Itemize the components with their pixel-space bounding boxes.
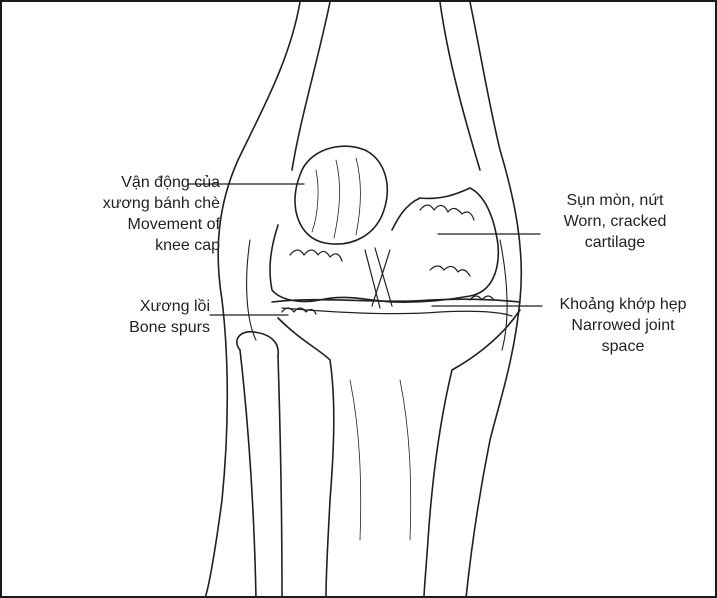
cartilage-vi: Sụn mòn, nứt xyxy=(540,190,690,211)
femur-condyles xyxy=(270,188,498,302)
kneecap-vi-line2: xương bánh chè xyxy=(40,193,220,214)
label-narrowed-joint: Khoảng khớp hẹp Narrowed joint space xyxy=(538,294,708,357)
label-kneecap-movement: Vận động của xương bánh chè Movement of … xyxy=(40,172,220,256)
tibia-plateau xyxy=(278,318,334,598)
tibia-shading-2 xyxy=(400,380,411,540)
fibula-left-edge xyxy=(240,350,256,598)
patella-shading-1 xyxy=(312,170,318,232)
femur-right-edge xyxy=(440,2,480,170)
joint-en-line1: Narrowed joint xyxy=(538,315,708,336)
cartilage-bumps-lower xyxy=(430,266,470,276)
patella-shading-3 xyxy=(356,158,361,235)
cartilage-bumps-left xyxy=(290,250,342,261)
tibia-shading xyxy=(350,380,361,540)
fibula-right-edge xyxy=(278,356,282,598)
cartilage-en-line1: Worn, cracked xyxy=(540,211,690,232)
spurs-vi: Xương lồi xyxy=(70,296,210,317)
fibula-head xyxy=(237,332,278,356)
joint-en-line2: space xyxy=(538,336,708,357)
kneecap-vi-line1: Vận động của xyxy=(40,172,220,193)
cartilage-en-line2: cartilage xyxy=(540,232,690,253)
patella xyxy=(295,146,387,244)
cartilage-bumps-right xyxy=(420,205,474,220)
label-bone-spurs: Xương lồi Bone spurs xyxy=(70,296,210,338)
femur-left-edge xyxy=(292,2,330,170)
patella-shading-2 xyxy=(334,160,340,238)
label-worn-cartilage: Sụn mòn, nứt Worn, cracked cartilage xyxy=(540,190,690,253)
kneecap-en-line2: knee cap xyxy=(40,235,220,256)
tibia-right-edge xyxy=(424,310,520,598)
kneecap-en-line1: Movement of xyxy=(40,214,220,235)
meniscus xyxy=(282,308,512,316)
joint-vi: Khoảng khớp hẹp xyxy=(538,294,708,315)
cruciate-ligament-3 xyxy=(372,250,390,306)
medial-ligament xyxy=(247,240,256,340)
spurs-en: Bone spurs xyxy=(70,317,210,338)
